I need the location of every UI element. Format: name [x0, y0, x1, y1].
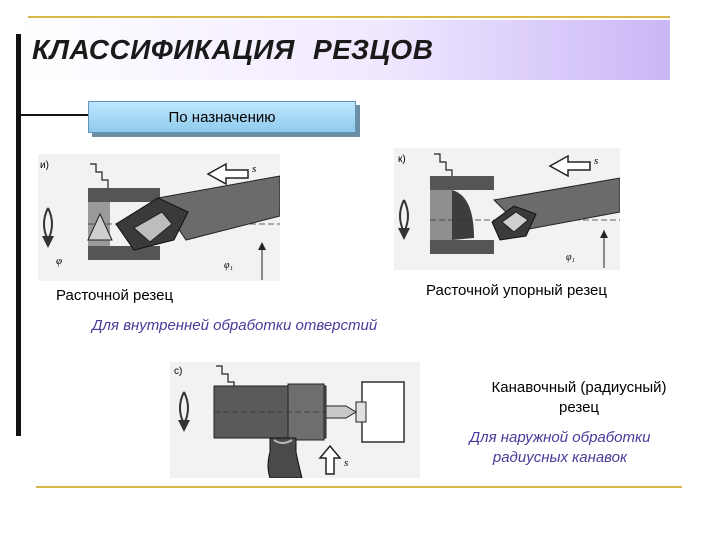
category-box: По назначению: [88, 101, 356, 133]
figure-letter: и): [40, 160, 49, 171]
bottom-divider: [36, 486, 682, 488]
figure-boring-stop-tool: к) s φ₁: [394, 148, 621, 270]
angle1-label: φ₁: [566, 252, 575, 263]
angle-label: φ: [56, 255, 62, 267]
angle1-label: φ₁: [224, 260, 233, 271]
slide-title: КЛАССИФИКАЦИЯ РЕЗЦОВ: [32, 34, 434, 65]
label-boring-stop-tool: Расточной упорный резец: [426, 282, 607, 299]
label-boring-tool: Расточной резец: [56, 287, 174, 304]
figure-letter: к): [398, 154, 406, 165]
figure-boring-tool: и) s φ φ₁: [38, 154, 281, 281]
figure-grooving-tool: с) s: [170, 362, 420, 479]
feed-label: s: [344, 457, 348, 469]
feed-label: s: [252, 163, 256, 175]
figure-letter: с): [174, 366, 182, 377]
horizontal-connector: [20, 114, 90, 116]
feed-label: s: [594, 155, 598, 167]
description-external: Для наружной обработки радиусных канавок: [469, 429, 651, 466]
label-grooving-tool: Канавочный (радиусный) резец: [491, 379, 667, 416]
vertical-connector: [16, 34, 21, 436]
top-divider: [28, 16, 670, 18]
title-bar: [22, 20, 670, 80]
description-internal: Для внутренней обработки отверстий: [92, 317, 378, 334]
